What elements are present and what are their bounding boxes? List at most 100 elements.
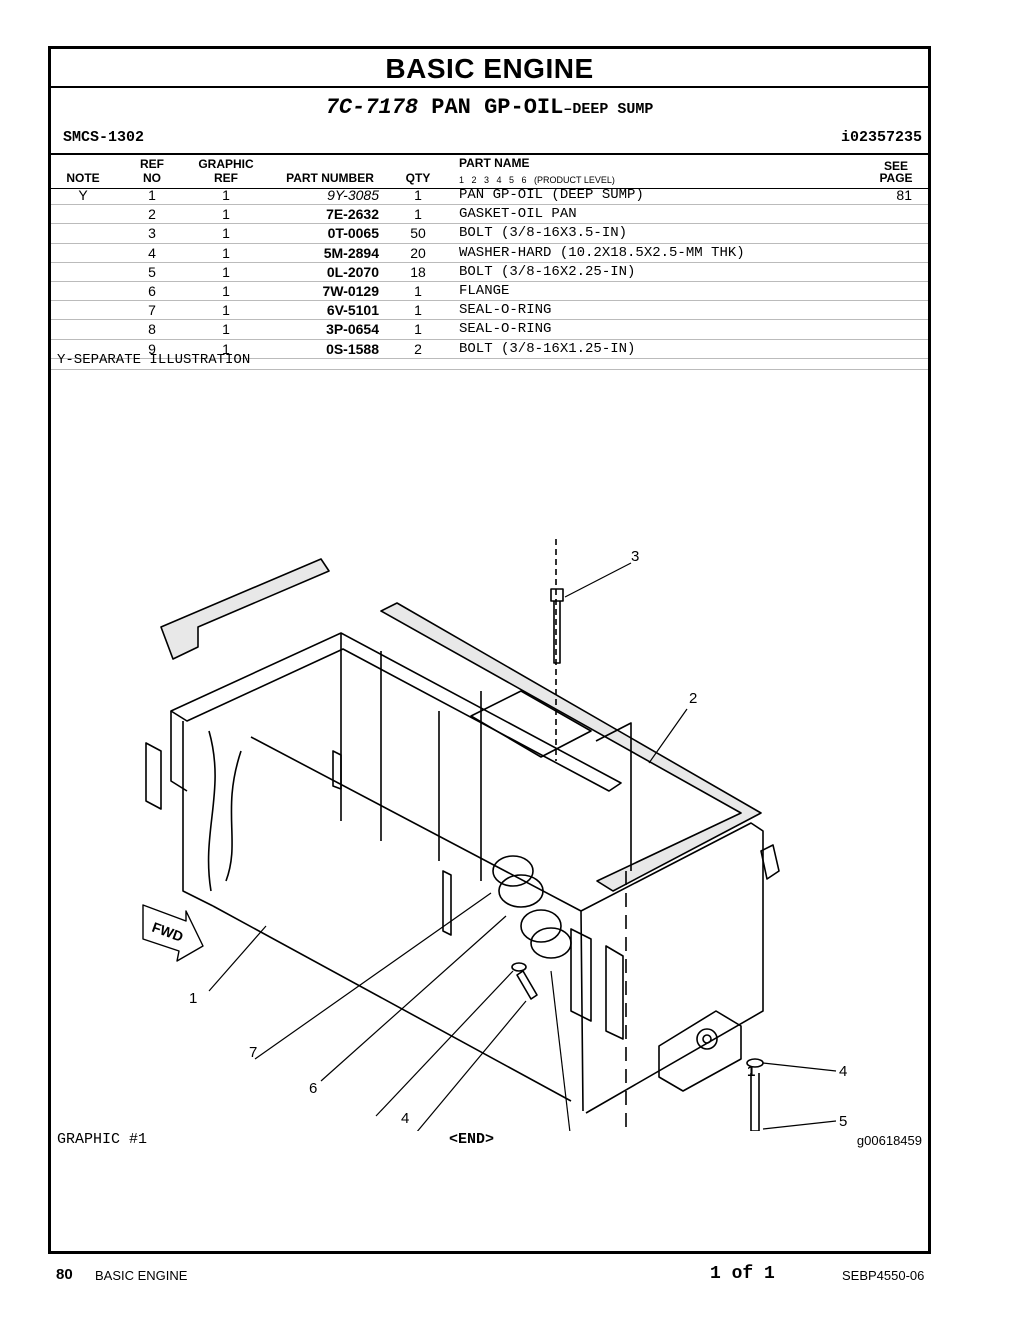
header-ref-no-bottom: NO (143, 171, 161, 185)
fwd-label: FWD (150, 919, 185, 945)
ref-no-cell: 6 (148, 282, 156, 299)
see-page-cell: 81 (896, 187, 912, 203)
end-marker: <END> (449, 1131, 495, 1148)
assembly-title: 7C-7178 PAN GP-OIL–DEEP SUMP (51, 95, 928, 120)
smcs-code: SMCS-1302 (63, 129, 145, 146)
ref-no-cell: 5 (148, 263, 156, 280)
part-name-cell: SEAL-O-RING (459, 302, 552, 319)
graphic-ref-cell: 1 (222, 206, 230, 223)
qty-cell: 1 (414, 187, 422, 203)
ref-no-cell: 3 (148, 225, 156, 242)
section-title: BASIC ENGINE (51, 49, 928, 88)
header-part-number: PART NUMBER (286, 171, 374, 185)
oil-fill-flange (492, 855, 572, 959)
part-name-cell: GASKET-OIL PAN (459, 206, 577, 223)
part-name-cell: WASHER-HARD (10.2X18.5X2.5-MM THK) (459, 244, 745, 261)
callout-7: 7 (249, 1044, 257, 1061)
bolt-9-icon (511, 962, 538, 1000)
table-row: 5 1 0L-2070 18 BOLT (3/8-16X2.25-IN) (51, 263, 928, 282)
footnote-divider (51, 369, 928, 370)
part-name-cell: PAN GP-OIL (DEEP SUMP) (459, 187, 644, 203)
part-name-cell: BOLT (3/8-16X3.5-IN) (459, 225, 628, 242)
header-see-page-bottom: PAGE (879, 171, 913, 185)
table-row: 9 1 0S-1588 2 BOLT (3/8-16X1.25-IN) (51, 340, 928, 359)
ref-no-cell: 9 (148, 340, 156, 357)
ref-no-cell: 8 (148, 321, 156, 338)
note-cell: Y (78, 187, 88, 203)
qty-cell: 1 (414, 206, 422, 223)
qty-cell: 2 (414, 340, 422, 357)
graphic-label: GRAPHIC #1 (57, 1131, 148, 1148)
document-id: i02357235 (840, 129, 922, 146)
page-frame: BASIC ENGINE 7C-7178 PAN GP-OIL–DEEP SUM… (48, 46, 931, 1254)
part-name-cell: FLANGE (459, 282, 510, 299)
table-row: 8 1 3P-0654 1 SEAL-O-RING (51, 320, 928, 340)
ref-no-cell: 2 (148, 206, 156, 223)
part-number-cell: 0S-1588 (326, 340, 379, 357)
forward-arrow-icon (142, 904, 204, 962)
qty-cell: 1 (414, 321, 422, 338)
part-number-cell: 9Y-3085 (327, 187, 379, 203)
header-see-page-top: SEE (883, 159, 908, 173)
table-row: 2 1 7E-2632 1 GASKET-OIL PAN (51, 205, 928, 225)
header-ref-no-top: REF (140, 157, 164, 171)
assembly-suffix: –DEEP SUMP (563, 101, 654, 118)
oil-pan-gasket (380, 602, 762, 892)
header-graphic-ref-bottom: REF (214, 171, 238, 185)
qty-cell: 50 (410, 225, 426, 242)
graphic-ref-cell: 1 (222, 321, 230, 338)
graphic-ref-cell: 1 (222, 263, 230, 280)
part-number-cell: 0L-2070 (326, 263, 379, 280)
part-number-cell: 5M-2894 (323, 244, 379, 261)
assembly-part-number: 7C-7178 (325, 95, 419, 120)
callout-2: 2 (689, 690, 697, 707)
drain-cover (658, 1010, 742, 1092)
oil-pan-body (145, 632, 780, 1114)
callout-leaders (208, 562, 837, 1131)
footer-page-count: 1 of 1 (710, 1264, 775, 1284)
qty-cell: 18 (410, 263, 426, 280)
ref-no-cell: 1 (148, 187, 156, 203)
callout-9: 9 (394, 1128, 402, 1131)
part-number-cell: 7E-2632 (326, 206, 379, 223)
oil-pan-gasket-left (160, 558, 330, 660)
header-graphic-ref-top: GRAPHIC (198, 157, 254, 171)
bolt-3-icon (550, 588, 564, 664)
graphic-ref-cell: 1 (222, 340, 230, 357)
exploded-view-diagram: 1 2 3 4 5 6 7 8 9 4 1 FWD (142, 539, 847, 1131)
callout-1b: 1 (747, 1063, 755, 1080)
assembly-name: PAN GP-OIL (431, 95, 564, 120)
callout-5: 5 (839, 1113, 847, 1130)
graphic-ref-cell: 1 (222, 187, 230, 203)
part-name-cell: BOLT (3/8-16X1.25-IN) (459, 340, 636, 357)
table-row: 6 1 7W-0129 1 FLANGE (51, 282, 928, 302)
part-name-cell: SEAL-O-RING (459, 321, 552, 338)
part-number-cell: 7W-0129 (322, 282, 379, 299)
footer-section: BASIC ENGINE (95, 1268, 188, 1283)
ref-no-cell: 4 (148, 244, 156, 261)
table-row: Y 1 1 9Y-3085 1 PAN GP-OIL (DEEP SUMP) 81 (51, 186, 928, 206)
header-note: NOTE (66, 171, 100, 185)
part-number-cell: 0T-0065 (327, 225, 379, 242)
header-qty: QTY (405, 171, 431, 185)
qty-cell: 1 (414, 302, 422, 319)
part-number-cell: 3P-0654 (326, 321, 379, 338)
graphic-ref-cell: 1 (222, 282, 230, 299)
footer-document-number: SEBP4550-06 (842, 1268, 925, 1283)
callout-1: 1 (189, 990, 197, 1007)
footnote: Y-SEPARATE ILLUSTRATION (57, 352, 251, 368)
header-part-name: PART NAME (459, 156, 530, 170)
graphic-id: g00618459 (856, 1133, 922, 1148)
callout-4b: 4 (401, 1110, 409, 1127)
callout-3: 3 (631, 548, 639, 565)
footer-page-number: 80 (56, 1266, 73, 1283)
ref-no-cell: 7 (148, 302, 156, 319)
callout-4: 4 (839, 1063, 847, 1080)
part-name-cell: BOLT (3/8-16X2.25-IN) (459, 263, 636, 280)
qty-cell: 1 (414, 282, 422, 299)
callout-6: 6 (309, 1080, 317, 1097)
